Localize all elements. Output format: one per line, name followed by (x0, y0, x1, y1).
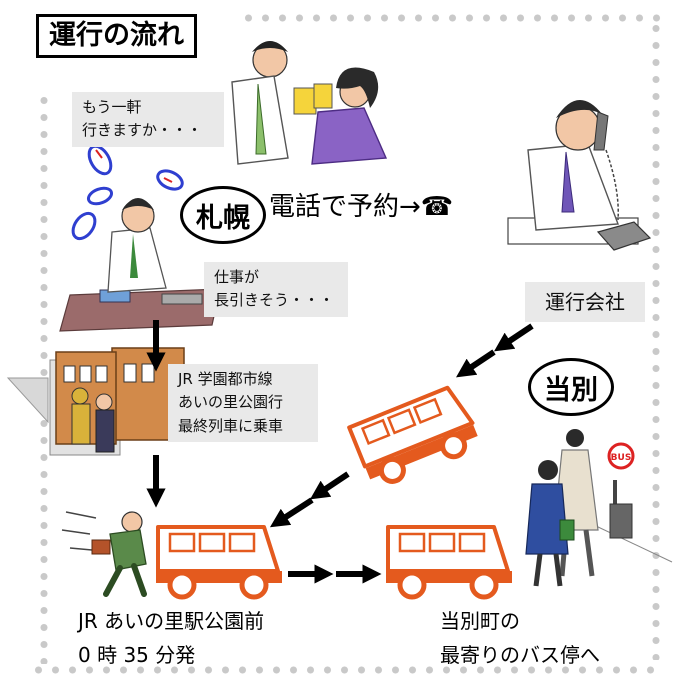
bubble-another-round: もう一軒 行きますか・・・ (72, 92, 224, 147)
dotted-border-right (650, 20, 662, 660)
bubble-train-line: 最終列車に乗車 (178, 416, 284, 435)
dotted-border-top (240, 12, 662, 24)
arrow-bus-to-station-1 (310, 471, 350, 500)
bubble-operator: 運行会社 (525, 282, 645, 322)
bus-arrival (386, 525, 512, 600)
operator-label: 運行会社 (545, 289, 625, 314)
train-scene-illustration (6, 347, 185, 456)
bus-stop-sign-label: BUS (611, 453, 632, 463)
destination-caption-line: 当別町の (440, 609, 520, 633)
destination-caption: 当別町の 最寄りのバス停へ (440, 604, 600, 672)
place-tobetsu: 当別 (528, 358, 614, 416)
running-man-illustration (61, 511, 147, 597)
diagram-title: 運行の流れ (36, 14, 197, 58)
bus-stop-sign: BUS (607, 442, 635, 470)
departure-caption-line: 0 時 35 分発 (78, 643, 196, 667)
bubble-train-line: JR 学園都市線 (178, 370, 273, 388)
destination-caption-line: 最寄りのバス停へ (440, 643, 600, 667)
arrow-bus-to-station-2 (269, 497, 314, 528)
bubble-train-line: あいの里公園行 (178, 393, 284, 412)
dotted-border-bottom (30, 664, 662, 676)
place-sapporo: 札幌 (180, 186, 266, 244)
bubble-overtime-line: 仕事が (214, 268, 260, 286)
bus-departure (156, 525, 282, 600)
bubble-another-round-line: もう一軒 (82, 98, 142, 116)
bubble-overtime: 仕事が 長引きそう・・・ (204, 262, 348, 317)
arrow-operator-to-bus-2 (456, 349, 496, 378)
bus-tilted (347, 385, 478, 484)
people-toasting-illustration (231, 41, 388, 165)
worker-at-desk-illustration (59, 198, 221, 332)
bubble-train: JR 学園都市線 あいの里公園行 最終列車に乗車 (168, 364, 318, 442)
phone-reservation-label: 電話で予約→☎ (269, 192, 454, 222)
bus-stop-people-illustration (525, 429, 673, 587)
bubble-another-round-line: 行きますか・・・ (82, 121, 203, 140)
bubble-overtime-line: 長引きそう・・・ (214, 291, 335, 310)
departure-caption-line: JR あいの里駅公園前 (78, 609, 265, 633)
flow-arrows (146, 320, 534, 584)
spinning-clocks-illustration (71, 144, 184, 241)
phone-operator-illustration (507, 99, 652, 251)
arrow-operator-to-bus-1 (494, 323, 534, 352)
departure-caption: JR あいの里駅公園前 0 時 35 分発 (78, 604, 264, 672)
